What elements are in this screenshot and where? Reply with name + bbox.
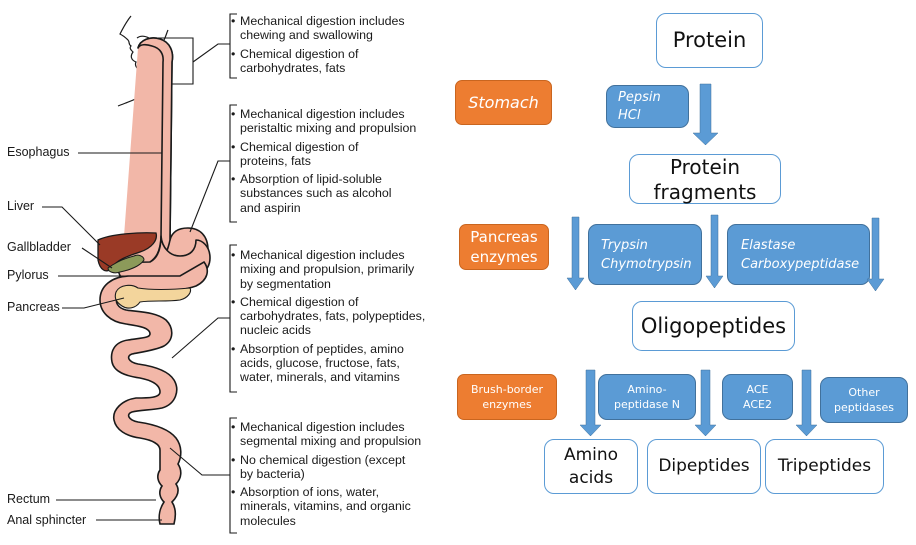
node-tripeptides-text: Tripeptides bbox=[777, 456, 872, 476]
node-dipeptides-text: Dipeptides bbox=[658, 456, 750, 476]
node-protein: Protein bbox=[656, 13, 763, 68]
organ-pancreas-enzymes: Pancreas enzymes bbox=[459, 224, 549, 270]
node-protein-text: Protein bbox=[672, 28, 747, 52]
label-gallbladder: Gallbladder bbox=[7, 240, 71, 254]
label-liver: Liver bbox=[7, 199, 35, 213]
intestines bbox=[99, 260, 209, 525]
bullet: Absorption of ions, water, minerals, vit… bbox=[231, 485, 421, 528]
organ-stomach: Stomach bbox=[455, 80, 552, 125]
arrow-down-icon bbox=[795, 369, 818, 437]
arrow-down-icon bbox=[692, 83, 719, 146]
enzyme-pepsin-hcl: Pepsin HCl bbox=[606, 85, 689, 128]
bullet: No chemical digestion (except by bacteri… bbox=[231, 453, 421, 482]
bullet: Chemical digestion of carbohydrates, fat… bbox=[231, 295, 425, 338]
organ-brush-border-text: Brush-border enzymes bbox=[470, 383, 544, 411]
bullet: Mechanical digestion includes peristalti… bbox=[231, 107, 416, 136]
node-protein-fragments-text: Protein fragments bbox=[653, 155, 757, 204]
digestive-tract bbox=[117, 37, 211, 291]
bullet: Mechanical digestion includes segmental … bbox=[231, 420, 421, 449]
bullet: Mechanical digestion includes chewing an… bbox=[231, 14, 405, 43]
organ-pancreas-enzymes-text: Pancreas enzymes bbox=[470, 228, 538, 266]
label-pylorus: Pylorus bbox=[7, 268, 49, 282]
label-anal-sphincter: Anal sphincter bbox=[7, 513, 87, 527]
gallbladder bbox=[107, 254, 145, 274]
node-dipeptides: Dipeptides bbox=[647, 439, 761, 494]
node-oligopeptides-text: Oligopeptides bbox=[640, 313, 787, 338]
description-small-intestine: Mechanical digestion includes mixing and… bbox=[231, 248, 425, 389]
enzyme-aminopeptidase-text: Amino- peptidase N bbox=[613, 383, 681, 411]
bullet: Absorption of peptides, amino acids, glu… bbox=[231, 342, 425, 385]
enzyme-trypsin-text: Trypsin Chymotrypsin bbox=[601, 237, 692, 272]
node-amino-acids: Amino acids bbox=[544, 439, 638, 494]
pancreas bbox=[114, 284, 192, 309]
organ-stomach-text: Stomach bbox=[468, 93, 539, 112]
organ-brush-border-enzymes: Brush-border enzymes bbox=[457, 374, 557, 420]
node-amino-acids-text: Amino acids bbox=[563, 444, 619, 488]
arrow-down-icon bbox=[566, 216, 585, 291]
enzyme-other-peptidases: Other peptidases bbox=[820, 377, 908, 423]
enzyme-trypsin-chymotrypsin: Trypsin Chymotrypsin bbox=[588, 224, 702, 285]
liver bbox=[97, 232, 158, 272]
arrow-down-icon bbox=[579, 369, 602, 437]
node-oligopeptides: Oligopeptides bbox=[632, 301, 795, 351]
label-rectum: Rectum bbox=[7, 492, 51, 506]
bullet: Chemical digestion of proteins, fats bbox=[231, 140, 416, 169]
description-stomach: Mechanical digestion includes peristalti… bbox=[231, 107, 416, 219]
node-protein-fragments: Protein fragments bbox=[629, 154, 781, 204]
enzyme-ace-text: ACE ACE2 bbox=[743, 383, 772, 411]
arrow-down-icon bbox=[866, 217, 885, 292]
description-large-intestine: Mechanical digestion includes segmental … bbox=[231, 420, 421, 532]
enzyme-pepsin-hcl-text: Pepsin HCl bbox=[618, 89, 661, 123]
node-tripeptides: Tripeptides bbox=[765, 439, 884, 494]
bullet: Chemical digestion of carbohydrates, fat… bbox=[231, 47, 405, 76]
enzyme-elastase-carboxypeptidase: Elastase Carboxypeptidase bbox=[727, 224, 870, 285]
description-mouth: Mechanical digestion includes chewing an… bbox=[231, 14, 405, 79]
enzyme-elastase-text: Elastase Carboxypeptidase bbox=[741, 237, 860, 272]
enzyme-other-peptidases-text: Other peptidases bbox=[833, 386, 895, 414]
bullet: Absorption of lipid-soluble substances s… bbox=[231, 172, 416, 215]
leader-lines bbox=[42, 13, 237, 534]
enzyme-aminopeptidase-n: Amino- peptidase N bbox=[598, 374, 696, 420]
arrow-down-icon bbox=[705, 214, 724, 289]
label-esophagus: Esophagus bbox=[7, 145, 70, 159]
enzyme-ace: ACE ACE2 bbox=[722, 374, 793, 420]
arrow-down-icon bbox=[694, 369, 717, 437]
label-pancreas: Pancreas bbox=[7, 300, 60, 314]
bullet: Mechanical digestion includes mixing and… bbox=[231, 248, 425, 291]
